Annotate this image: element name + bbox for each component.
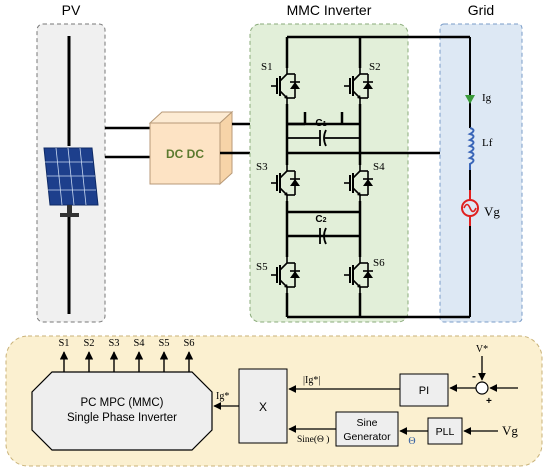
grid-region	[439, 23, 523, 323]
pll-label: PLL	[436, 426, 455, 438]
output-label-s5: S5	[158, 338, 169, 349]
mpc-label-line1: PC MPC (MMC)	[80, 397, 163, 409]
grid-current-label: Ig	[482, 92, 492, 104]
switch-s5-label: S5	[256, 261, 268, 273]
dcdc-converter-box	[148, 110, 234, 186]
output-label-s1: S1	[58, 338, 69, 349]
switch-s2-icon	[343, 67, 374, 105]
multiplier-block	[238, 368, 288, 444]
grid-title: Grid	[468, 2, 494, 18]
plus-sign: +	[486, 396, 492, 407]
output-label-s2: S2	[83, 338, 94, 349]
switch-s1-label: S1	[261, 61, 273, 73]
v-star-label: V*	[476, 344, 488, 355]
pv-title: PV	[62, 2, 81, 18]
multiplier-label: X	[259, 400, 267, 414]
output-label-s3: S3	[108, 338, 119, 349]
switch-s3-label: S3	[256, 161, 268, 173]
switch-s1-icon	[270, 67, 301, 105]
switch-s6-icon	[343, 256, 374, 294]
sine-theta-label: Sine(Θ )	[297, 434, 329, 445]
dcdc-label: DC DC	[166, 147, 204, 161]
ig-star-label: Ig*	[216, 391, 229, 402]
output-label-s6: S6	[183, 338, 194, 349]
theta-label: Θ	[408, 436, 415, 447]
current-arrow-icon	[465, 95, 475, 104]
pi-label: PI	[419, 385, 429, 397]
sine-generator-line2: Generator	[343, 431, 391, 443]
sine-generator-block	[335, 411, 399, 447]
switch-s4-label: S4	[373, 161, 385, 173]
capacitor-c2-symbol	[287, 227, 360, 245]
switch-s2-label: S2	[369, 61, 381, 73]
switch-s4-icon	[343, 164, 374, 202]
summing-junction-icon	[475, 381, 489, 395]
ig-magnitude-label: |Ig*|	[303, 375, 320, 386]
mmc-title: MMC Inverter	[287, 2, 372, 18]
capacitor-c2-label: C2	[315, 214, 326, 225]
grid-voltage-label: Vg	[484, 204, 500, 219]
inductor-label: Lf	[482, 137, 493, 149]
output-label-s4: S4	[133, 338, 145, 349]
switch-s3-icon	[270, 164, 301, 202]
solar-panel-icon	[43, 147, 99, 217]
switch-s5-icon	[270, 256, 301, 294]
minus-sign: -	[472, 369, 476, 383]
capacitor-c1-symbol	[287, 129, 360, 147]
ac-sine-icon	[463, 203, 477, 213]
pi-block	[399, 373, 449, 407]
mpc-label-line2: Single Phase Inverter	[67, 412, 177, 424]
inductor-symbol	[467, 127, 475, 170]
mpc-output-arrows	[59, 351, 194, 372]
mpc-block	[31, 371, 213, 451]
sine-generator-line1: Sine	[356, 417, 377, 429]
switch-s6-label: S6	[373, 257, 385, 269]
capacitor-c1-label: C1	[315, 118, 326, 129]
vg-input-label: Vg	[502, 423, 518, 438]
pll-block	[427, 417, 463, 445]
